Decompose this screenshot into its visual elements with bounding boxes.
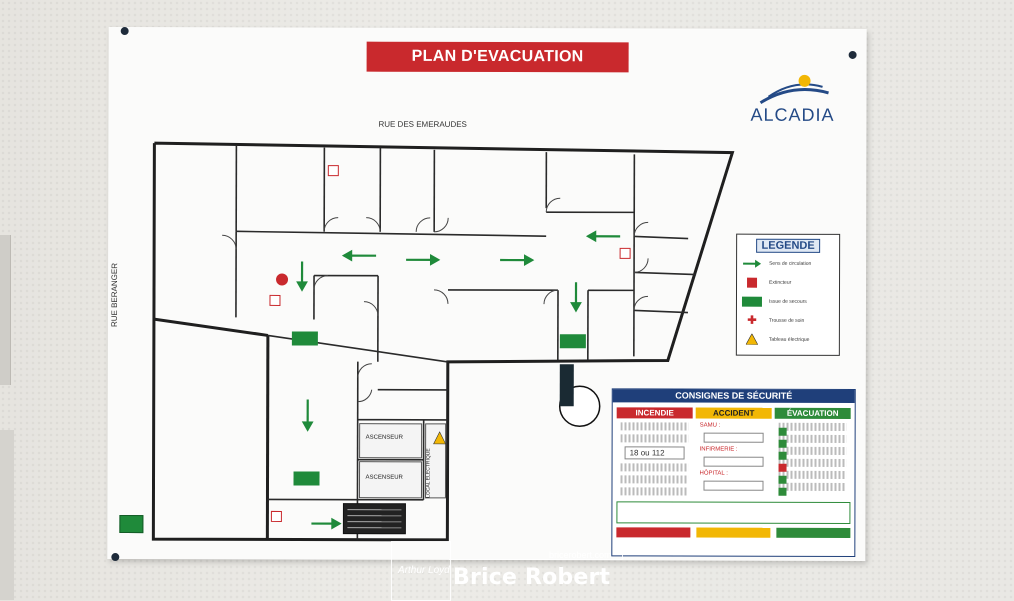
legend-label: Sens de circulation <box>769 260 811 266</box>
alcadia-logo-mark <box>742 69 842 109</box>
accident-column: ACCIDENT SAMU : INFIRMERIE : HÔPITAL : <box>695 408 771 498</box>
hospital-label: HÔPITAL : <box>700 471 768 477</box>
accident-footer-bar <box>696 528 770 538</box>
watermark-url: bricerobert.com <box>549 550 612 560</box>
evacuation-footer-bar <box>776 528 850 538</box>
exit-sign-icon <box>119 515 143 533</box>
agency-watermark: Arthur Loyd bricerobert.com Brice Robert <box>391 541 623 600</box>
extinguisher-icon <box>741 276 763 288</box>
fire-column: INCENDIE 18 ou 112 <box>616 407 692 497</box>
arrow-icon <box>741 257 763 269</box>
legend-row-exit: Issue de secours <box>741 293 835 310</box>
wall-frame-edge-lower <box>0 430 14 600</box>
fire-heading: INCENDIE <box>617 407 693 418</box>
safety-instructions-panel: CONSIGNES DE SÉCURITÉ INCENDIE 18 ou 112… <box>611 388 855 557</box>
legend-label: Extincteur <box>769 279 791 285</box>
legend-row-circulation: Sens de circulation <box>741 255 835 272</box>
first-aid-icon: ✚ <box>741 314 763 326</box>
plan-title: PLAN D'EVACUATION <box>367 42 629 73</box>
watermark-name: Brice Robert <box>453 565 610 590</box>
pin-top-left <box>121 27 129 35</box>
alcadia-logo: ALCADIA <box>742 69 842 139</box>
accident-heading: ACCIDENT <box>696 408 772 419</box>
legend-title: LEGENDE <box>756 239 820 253</box>
emergency-number: 18 ou 112 <box>625 446 685 459</box>
street-left-label: RUE BERANGER <box>110 263 119 327</box>
fire-footer-bar <box>616 527 690 537</box>
samu-label: SAMU : <box>700 423 768 429</box>
pin-top-right <box>849 51 857 59</box>
assembly-point-box <box>616 501 850 524</box>
legend-label: Issue de secours <box>769 298 807 304</box>
infirmary-label: INFIRMERIE : <box>700 447 768 453</box>
legend-label: Trousse de soin <box>769 317 804 323</box>
electric-hazard-icon <box>741 333 763 345</box>
street-top-label: RUE DES EMERAUDES <box>378 120 466 129</box>
exit-sign-icon <box>741 295 763 307</box>
legend-label: Tableau électrique <box>769 336 810 342</box>
brand-name: ALCADIA <box>742 105 842 126</box>
safety-instructions-title: CONSIGNES DE SÉCURITÉ <box>613 389 855 403</box>
electrical-room-label: LOCAL ELECTRIQUE <box>425 448 431 498</box>
evacuation-column: ÉVACUATION <box>774 408 850 498</box>
legend-row-extinguisher: Extincteur <box>741 274 835 291</box>
evacuation-heading: ÉVACUATION <box>775 408 851 419</box>
arthur-loyd-logo: Arthur Loyd <box>391 541 451 601</box>
legend-panel: LEGENDE Sens de circulation Extincteur I… <box>736 234 840 356</box>
elevator-label-1: ASCENSEUR <box>366 435 403 441</box>
elevator-label-2: ASCENSEUR <box>366 475 403 481</box>
pin-bottom-left <box>111 553 119 561</box>
evacuation-plan-poster: PLAN D'EVACUATION ALCADIA RUE DES EMERAU… <box>107 27 866 561</box>
legend-row-first-aid: ✚ Trousse de soin <box>741 312 835 329</box>
wall-frame-edge <box>0 235 11 385</box>
legend-row-electrical: Tableau électrique <box>741 331 835 348</box>
arthur-loyd-text: Arthur Loyd <box>398 566 450 576</box>
